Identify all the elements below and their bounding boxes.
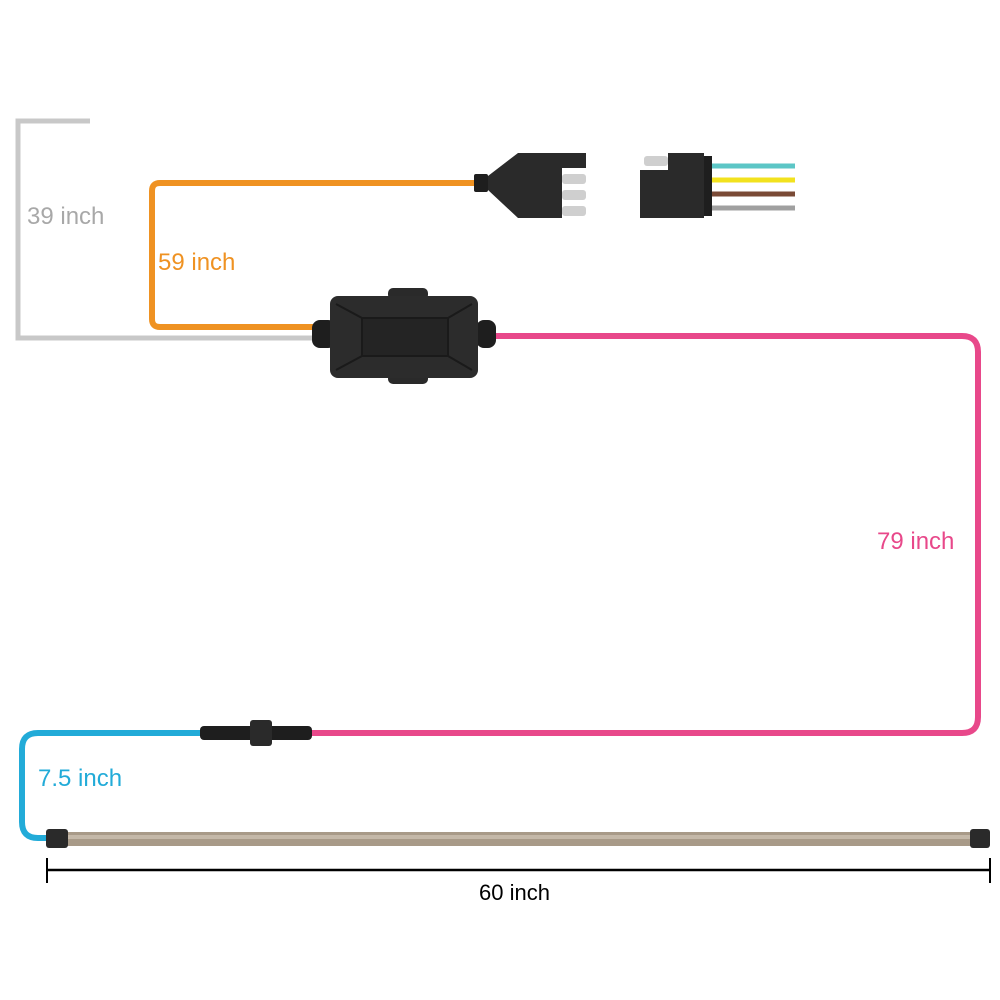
dimension-line — [46, 858, 991, 883]
pink-cable-length-label: 79 inch — [877, 528, 955, 555]
gray-cable-length-label: 39 inch — [27, 203, 105, 230]
light-bar-length-label: 60 inch — [479, 880, 550, 905]
inline-connector — [200, 720, 312, 746]
blue-cable — [19, 730, 205, 841]
control-box — [312, 288, 496, 384]
blue-cable-length-label: 7.5 inch — [38, 765, 123, 792]
orange-cable — [149, 180, 478, 330]
male-4pin-connector — [474, 153, 586, 218]
female-4pin-connector — [640, 153, 795, 218]
pink-cable — [310, 333, 981, 736]
orange-cable-length-label: 59 inch — [158, 249, 236, 276]
gray-cable — [15, 118, 325, 341]
led-light-bar — [46, 829, 990, 848]
